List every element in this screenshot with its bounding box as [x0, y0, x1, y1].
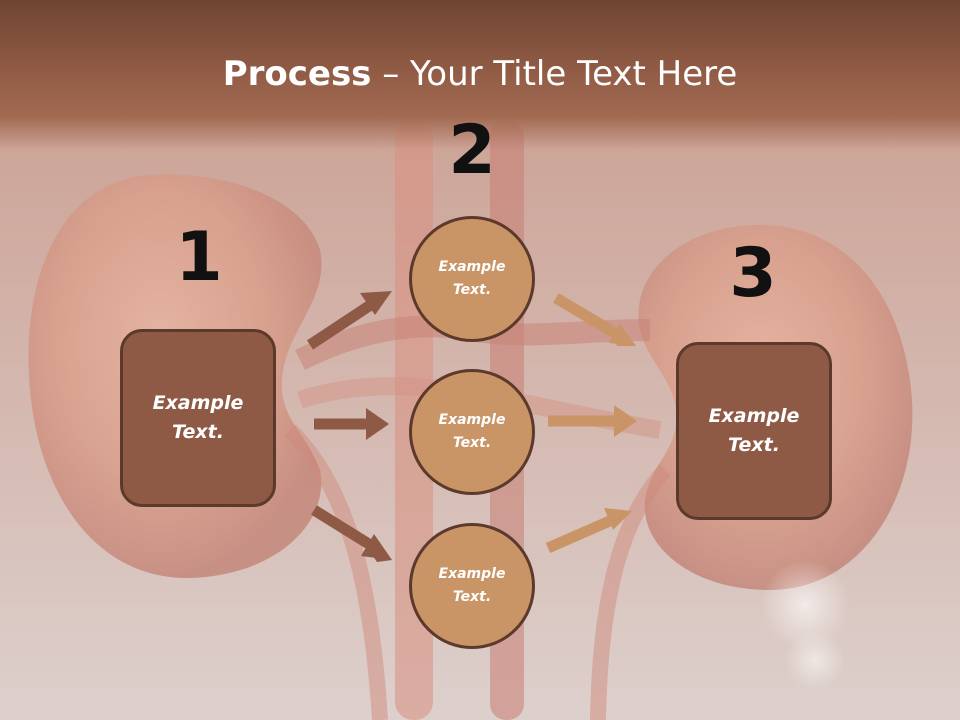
arrow-left-to-top [306, 291, 392, 350]
center-circle-middle-text: Example Text. [438, 412, 506, 451]
arrow-left-to-middle [314, 408, 389, 440]
slide-title: Process – Your Title Text Here [0, 52, 960, 96]
step-number-3: 3 [729, 234, 777, 313]
left-step-box: Example Text. [120, 329, 276, 507]
arrow-left-to-bottom [311, 505, 392, 562]
title-band [0, 0, 960, 150]
center-circle-top: Example Text. [409, 216, 535, 342]
center-circle-bottom: Example Text. [409, 523, 535, 649]
center-circle-bottom-text: Example Text. [438, 566, 506, 605]
step-number-1: 1 [175, 218, 223, 297]
right-step-box: Example Text. [676, 342, 832, 520]
center-circle-middle: Example Text. [409, 369, 535, 495]
title-bold: Process [222, 54, 372, 94]
arrow-middle-to-right [548, 405, 637, 437]
left-step-text: Example Text. [152, 392, 244, 443]
arrow-bottom-to-right [545, 508, 632, 554]
right-step-text: Example Text. [708, 405, 800, 456]
step-number-2: 2 [448, 111, 496, 190]
title-rest: – Your Title Text Here [371, 54, 738, 94]
arrow-top-to-right [553, 293, 636, 346]
center-circle-top-text: Example Text. [438, 259, 506, 298]
